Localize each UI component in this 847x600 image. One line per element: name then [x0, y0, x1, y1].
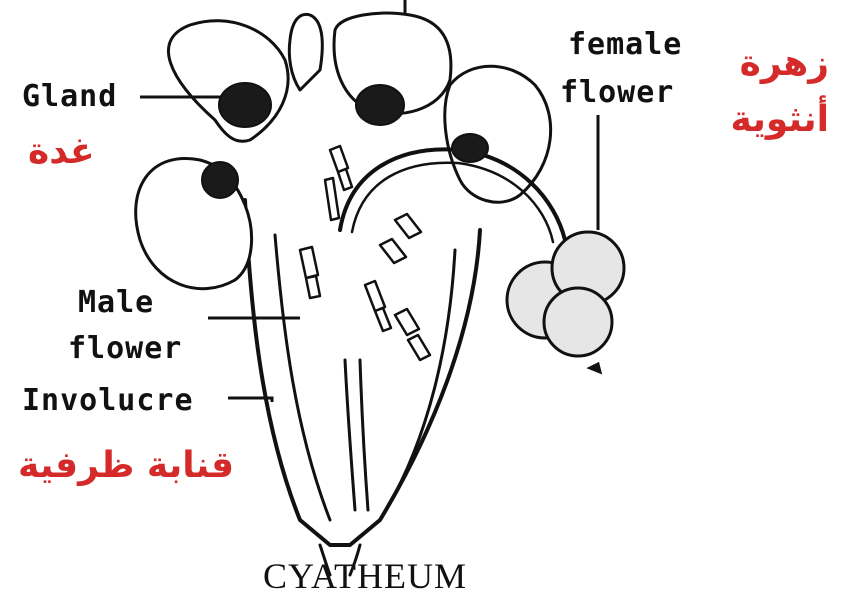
- label-female-arabic-2: أنثوية: [731, 100, 829, 140]
- involucre-column: [345, 360, 368, 510]
- label-gland-arabic: غدة: [28, 132, 95, 172]
- label-female-arabic-1: زهرة: [740, 44, 829, 84]
- label-involucre: Involucre: [22, 384, 194, 418]
- gland-right: [452, 134, 488, 162]
- label-male: Male: [78, 286, 154, 320]
- label-female: female: [568, 28, 682, 62]
- label-male-flower: flower: [68, 332, 182, 366]
- diagram-title: CYATHEUM: [263, 555, 467, 597]
- bract-right: [445, 66, 551, 202]
- involucre-cup: [245, 200, 480, 545]
- label-female-flower: flower: [560, 76, 674, 110]
- bract-left-top: [168, 21, 288, 142]
- label-involucre-arabic: قنابة ظرفية: [18, 446, 234, 486]
- gland-upper-left: [219, 83, 271, 127]
- gland-left-lower: [202, 162, 238, 198]
- female-flower: [507, 232, 624, 372]
- label-gland: Gland: [22, 80, 117, 114]
- bract-center-left: [289, 14, 322, 90]
- gland-center: [356, 85, 404, 125]
